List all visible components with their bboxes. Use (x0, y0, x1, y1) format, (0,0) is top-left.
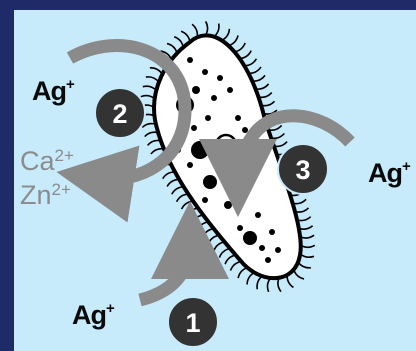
granule (265, 257, 271, 263)
granule (237, 225, 243, 231)
granule (235, 115, 241, 121)
step-badge-3-number: 3 (295, 155, 310, 185)
step-badge-2-number: 2 (112, 99, 127, 129)
granule (224, 201, 232, 209)
contractile-vacuole (216, 135, 236, 155)
granule (269, 229, 275, 235)
granule (243, 231, 257, 245)
granule (191, 141, 209, 159)
granule (242, 192, 248, 198)
granule (259, 245, 265, 251)
granule (192, 86, 200, 94)
granule (212, 157, 218, 163)
step-badge-1-number: 1 (185, 308, 200, 338)
granule (227, 87, 233, 93)
granule (202, 197, 208, 203)
granule (205, 115, 211, 121)
granule (203, 175, 217, 189)
granule (187, 57, 193, 63)
granule (211, 95, 217, 101)
granule (217, 75, 223, 81)
step-badge-3: 3 (278, 144, 328, 194)
step-badge-2: 2 (95, 88, 145, 138)
granule (255, 212, 261, 218)
granule (187, 162, 193, 168)
granule (242, 127, 248, 133)
step-badge-1: 1 (168, 297, 218, 347)
granule (275, 247, 281, 253)
granule (191, 125, 197, 131)
granule (202, 69, 208, 75)
